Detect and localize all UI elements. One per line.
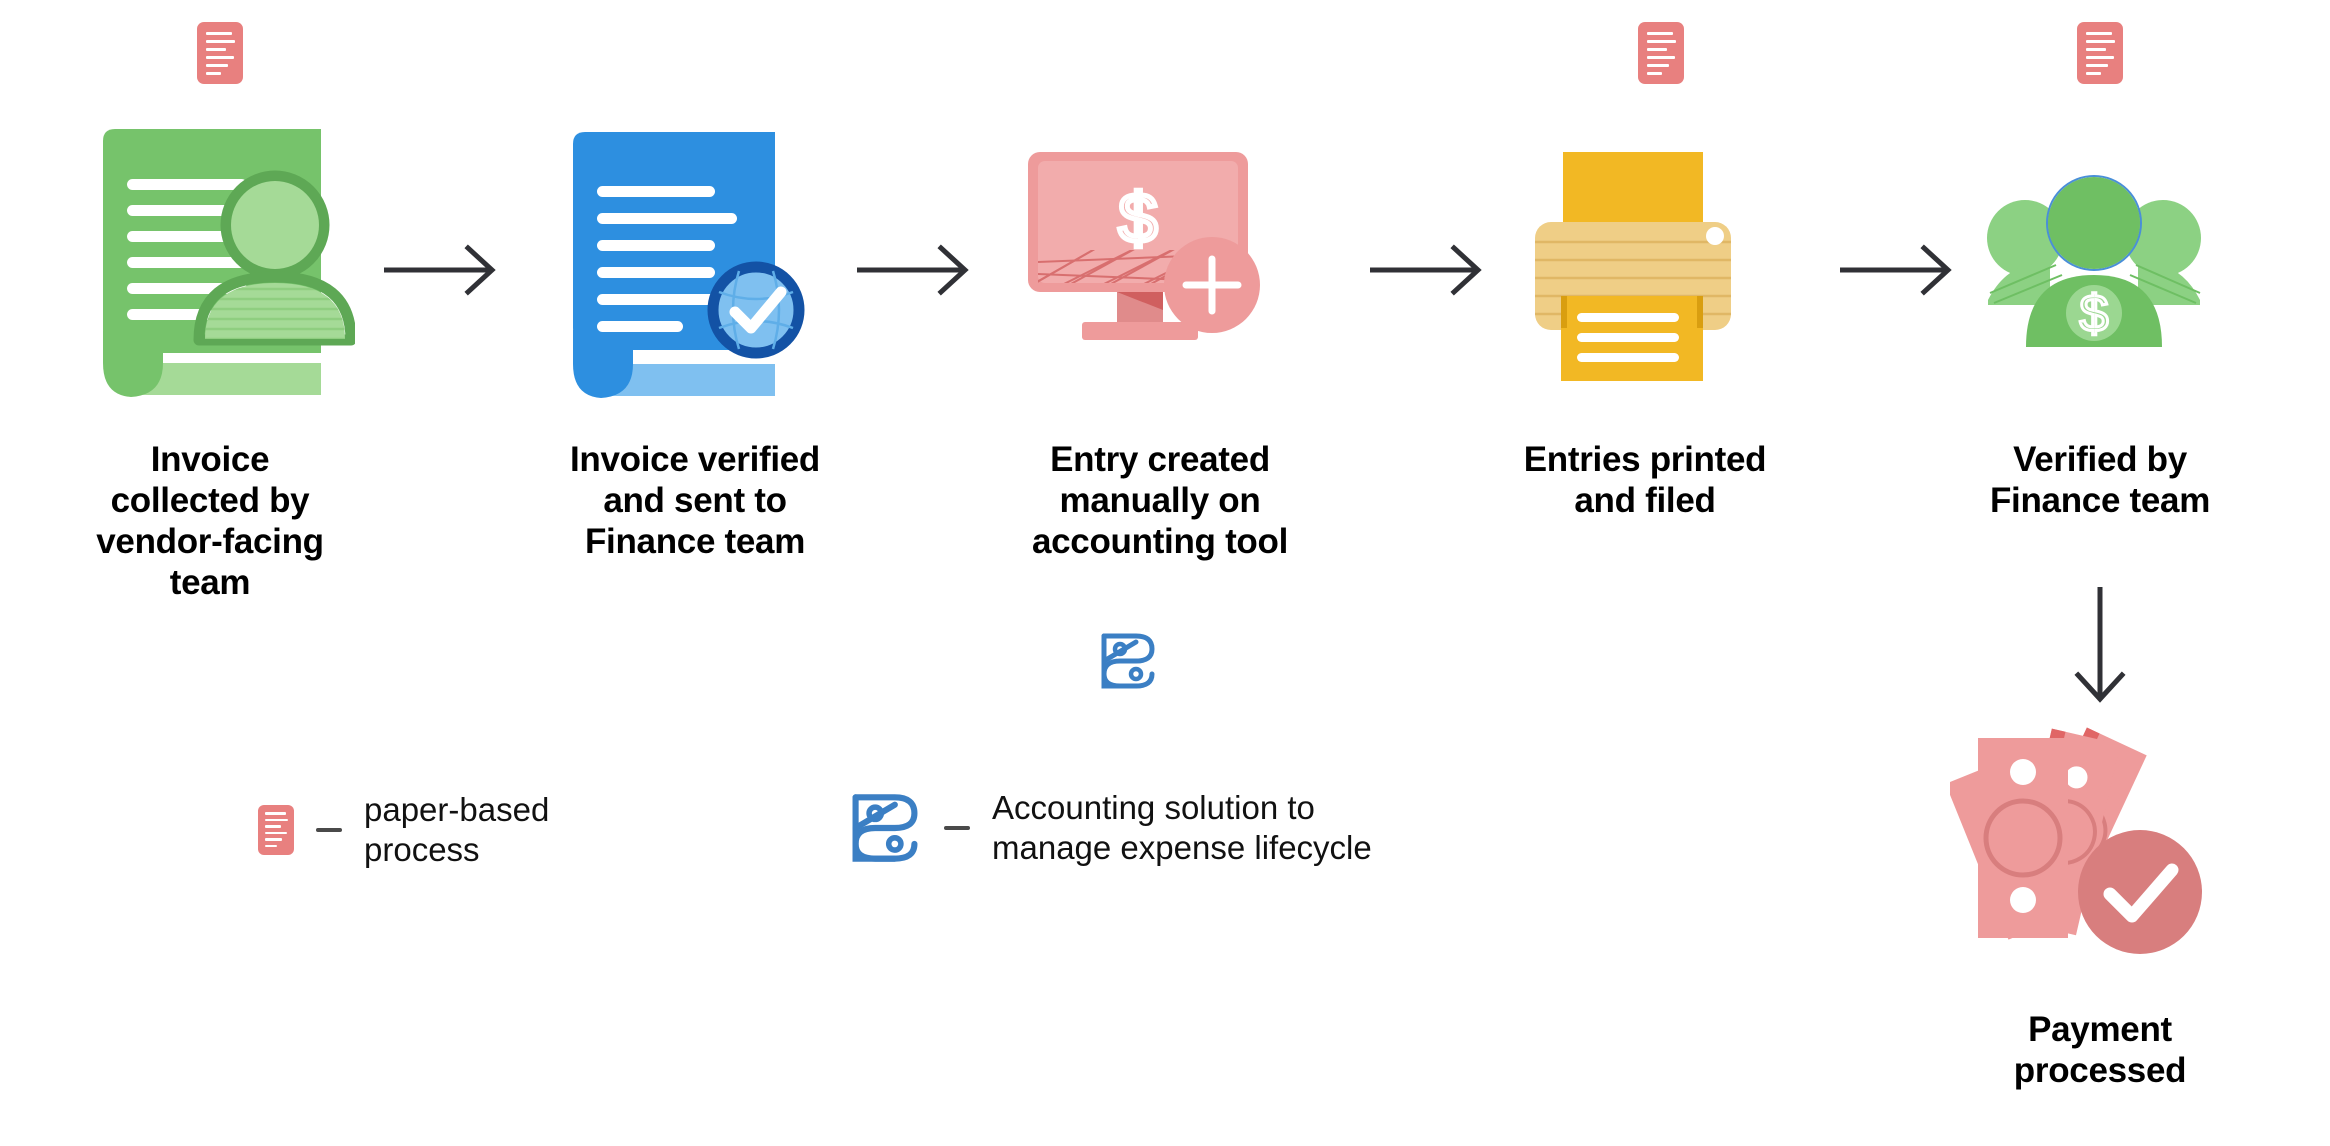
step-label-3: Entry created manually on accounting too…: [1031, 440, 1289, 561]
paper-badge-step-5: [2077, 22, 2123, 84]
paper-badge-step-4: [1638, 22, 1684, 84]
step-label-2: Invoice verified and sent to Finance tea…: [569, 440, 821, 561]
legend-item-paper: paper-based process: [258, 790, 549, 869]
final-step-label: Payment processed: [2013, 1010, 2187, 1090]
invoice-verified-blue-icon: [573, 132, 805, 398]
arrow-right-icon-4: [1840, 244, 1952, 296]
legend-label-accounting: Accounting solution to manage expense li…: [992, 789, 1372, 866]
banknotes-check-icon: [1950, 727, 2202, 954]
invoice-person-green-icon: [103, 129, 355, 397]
arrow-right-icon-2: [857, 244, 969, 296]
paper-badge-step-1: [197, 22, 243, 84]
paper-document-icon: [258, 804, 294, 855]
printer-icon: [1535, 152, 1731, 381]
accounting-solution-logo: [852, 793, 918, 862]
finance-team-dollar-icon: $: [1987, 175, 2201, 347]
step-label-1: Invoice collected by vendor-facing team: [96, 440, 324, 602]
arrow-right-icon-1: [384, 244, 496, 296]
step-label-4: Entries printed and filed: [1523, 440, 1767, 520]
monitor-dollar-add-icon: $: [1028, 152, 1260, 340]
legend-separator-dash-2: [944, 825, 970, 830]
step-label-5: Verified by Finance team: [1989, 440, 2211, 520]
svg-text:$: $: [1119, 179, 1158, 257]
accounting-solution-logo-step-3: [1101, 633, 1155, 689]
arrow-down-icon: [2074, 587, 2126, 703]
legend-label-paper: paper-based process: [364, 791, 550, 868]
svg-text:$: $: [2080, 285, 2109, 343]
legend-separator-dash: [316, 827, 342, 832]
legend-item-accounting: Accounting solution to manage expense li…: [848, 788, 1372, 867]
arrow-right-icon-3: [1370, 244, 1482, 296]
